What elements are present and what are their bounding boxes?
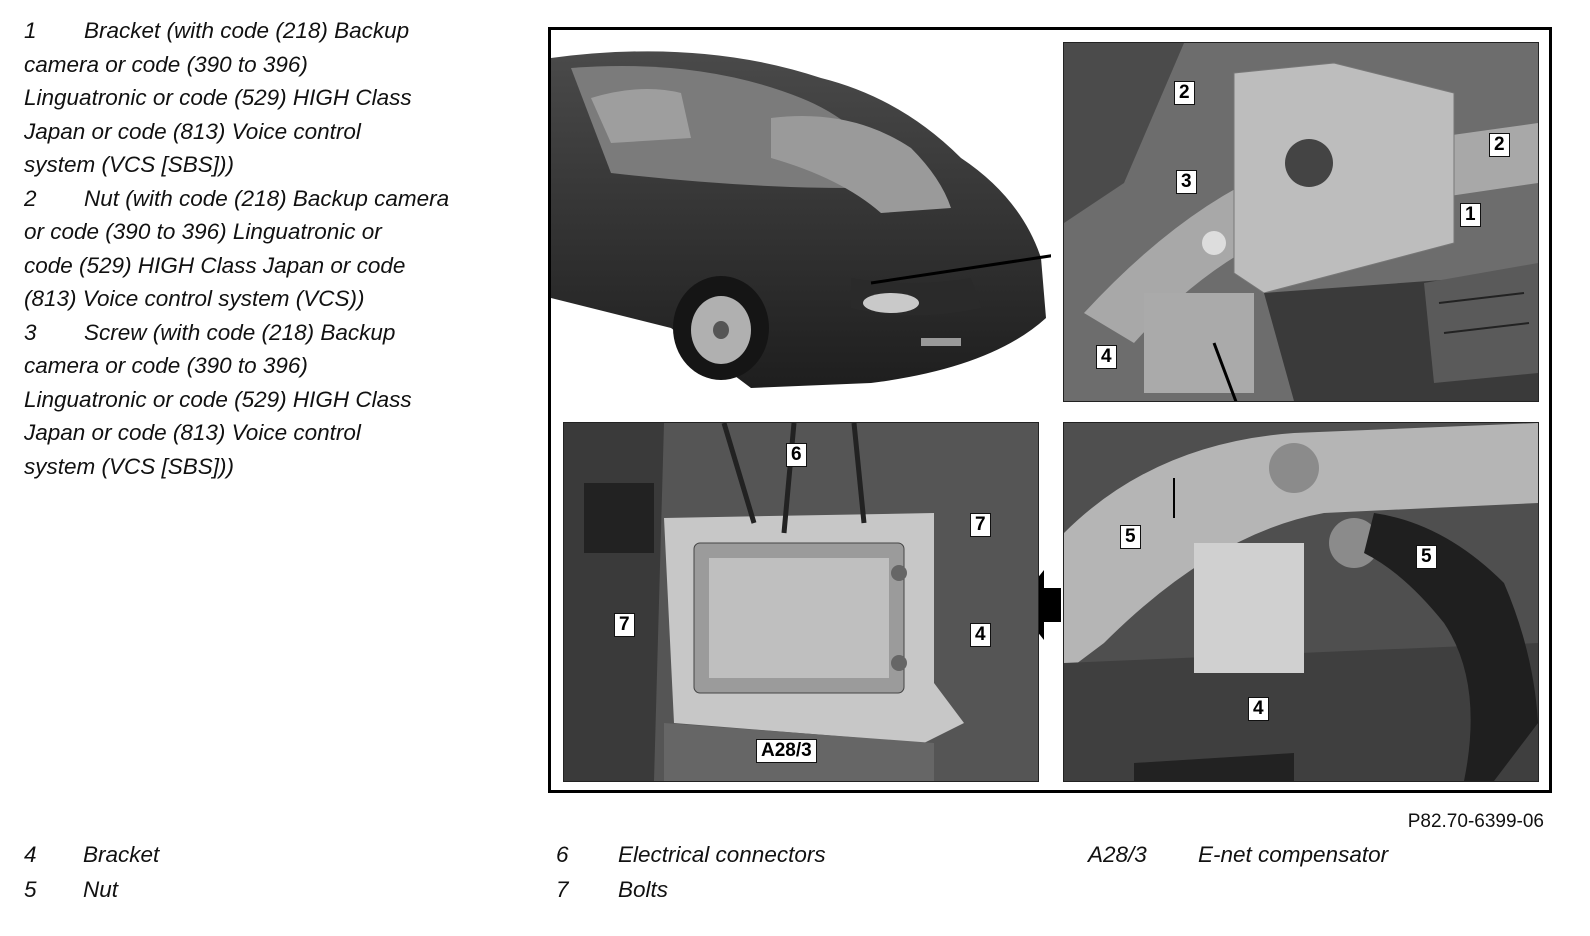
legend-code: 4 <box>24 842 37 867</box>
callout-5: 5 <box>1416 545 1437 569</box>
callout-a28-3: A28/3 <box>756 739 817 763</box>
legend-code: A28/3 <box>1088 842 1147 867</box>
photo-panel-bottom-left: 6 7 7 4 A28/3 <box>563 422 1039 782</box>
figure-frame: 2 2 3 1 4 5 5 4 <box>548 27 1552 793</box>
legend-text: Screw (with code (218) Backup <box>84 319 396 345</box>
legend-code: 7 <box>556 877 569 902</box>
car-illustration <box>551 51 1051 388</box>
callout-2: 2 <box>1489 133 1510 157</box>
callout-5: 5 <box>1120 525 1141 549</box>
legend-text: Nut (with code (218) Backup camera <box>84 185 450 211</box>
legend-code: 5 <box>24 877 37 902</box>
callout-4: 4 <box>1248 697 1269 721</box>
legend-desc: E-net compensator <box>1198 842 1389 867</box>
legend-text: Linguatronic or code (529) HIGH Class <box>24 85 412 110</box>
callout-2: 2 <box>1174 81 1195 105</box>
legend-number: 2 <box>24 185 37 211</box>
legend-text: or code (390 to 396) Linguatronic or <box>24 219 382 244</box>
legend-text: Japan or code (813) Voice control <box>24 420 361 445</box>
legend-desc: Bolts <box>618 877 669 902</box>
callout-7: 7 <box>970 513 991 537</box>
legend-item-2: 2 Nut (with code (218) Backup camera or c… <box>24 182 484 316</box>
legend-top: 1 Bracket (with code (218) Backup camera … <box>24 14 484 483</box>
photo-panel-top-right: 2 2 3 1 4 <box>1063 42 1539 402</box>
legend-text: Japan or code (813) Voice control <box>24 118 361 144</box>
callout-6: 6 <box>786 443 807 467</box>
legend-text: code (529) HIGH Class Japan or code <box>24 252 406 278</box>
legend-item-3: 3 Screw (with code (218) Backup camera or… <box>24 316 484 484</box>
nut-photo <box>1064 423 1538 781</box>
legend-desc: Electrical connectors <box>618 842 826 867</box>
callout-7: 7 <box>614 613 635 637</box>
legend-number: 3 <box>24 319 37 345</box>
legend-text: system (VCS [SBS])) <box>24 453 235 479</box>
legend-desc: Bracket <box>83 842 160 867</box>
legend-text: camera or code (390 to 396) <box>24 51 308 77</box>
callout-1: 1 <box>1460 203 1481 227</box>
figure-code: P82.70-6399-06 <box>1407 811 1544 832</box>
module-photo <box>564 423 1038 781</box>
legend-text: Linguatronic or code (529) HIGH Class <box>24 386 412 412</box>
legend-desc: Nut <box>83 877 119 902</box>
legend-number: 1 <box>24 18 37 43</box>
legend-item-1: 1 Bracket (with code (218) Backup camera … <box>24 14 484 182</box>
photo-panel-bottom-right: 5 5 4 <box>1063 422 1539 782</box>
callout-4: 4 <box>1096 345 1117 369</box>
legend-text: camera or code (390 to 396) <box>24 353 308 378</box>
callout-4: 4 <box>970 623 991 647</box>
legend-text: (813) Voice control system (VCS)) <box>24 286 365 311</box>
legend-text: system (VCS [SBS])) <box>24 152 235 177</box>
bracket-photo <box>1064 43 1538 401</box>
legend-code: 6 <box>556 842 569 867</box>
callout-3: 3 <box>1176 170 1197 194</box>
legend-text: Bracket (with code (218) Backup <box>84 18 410 43</box>
